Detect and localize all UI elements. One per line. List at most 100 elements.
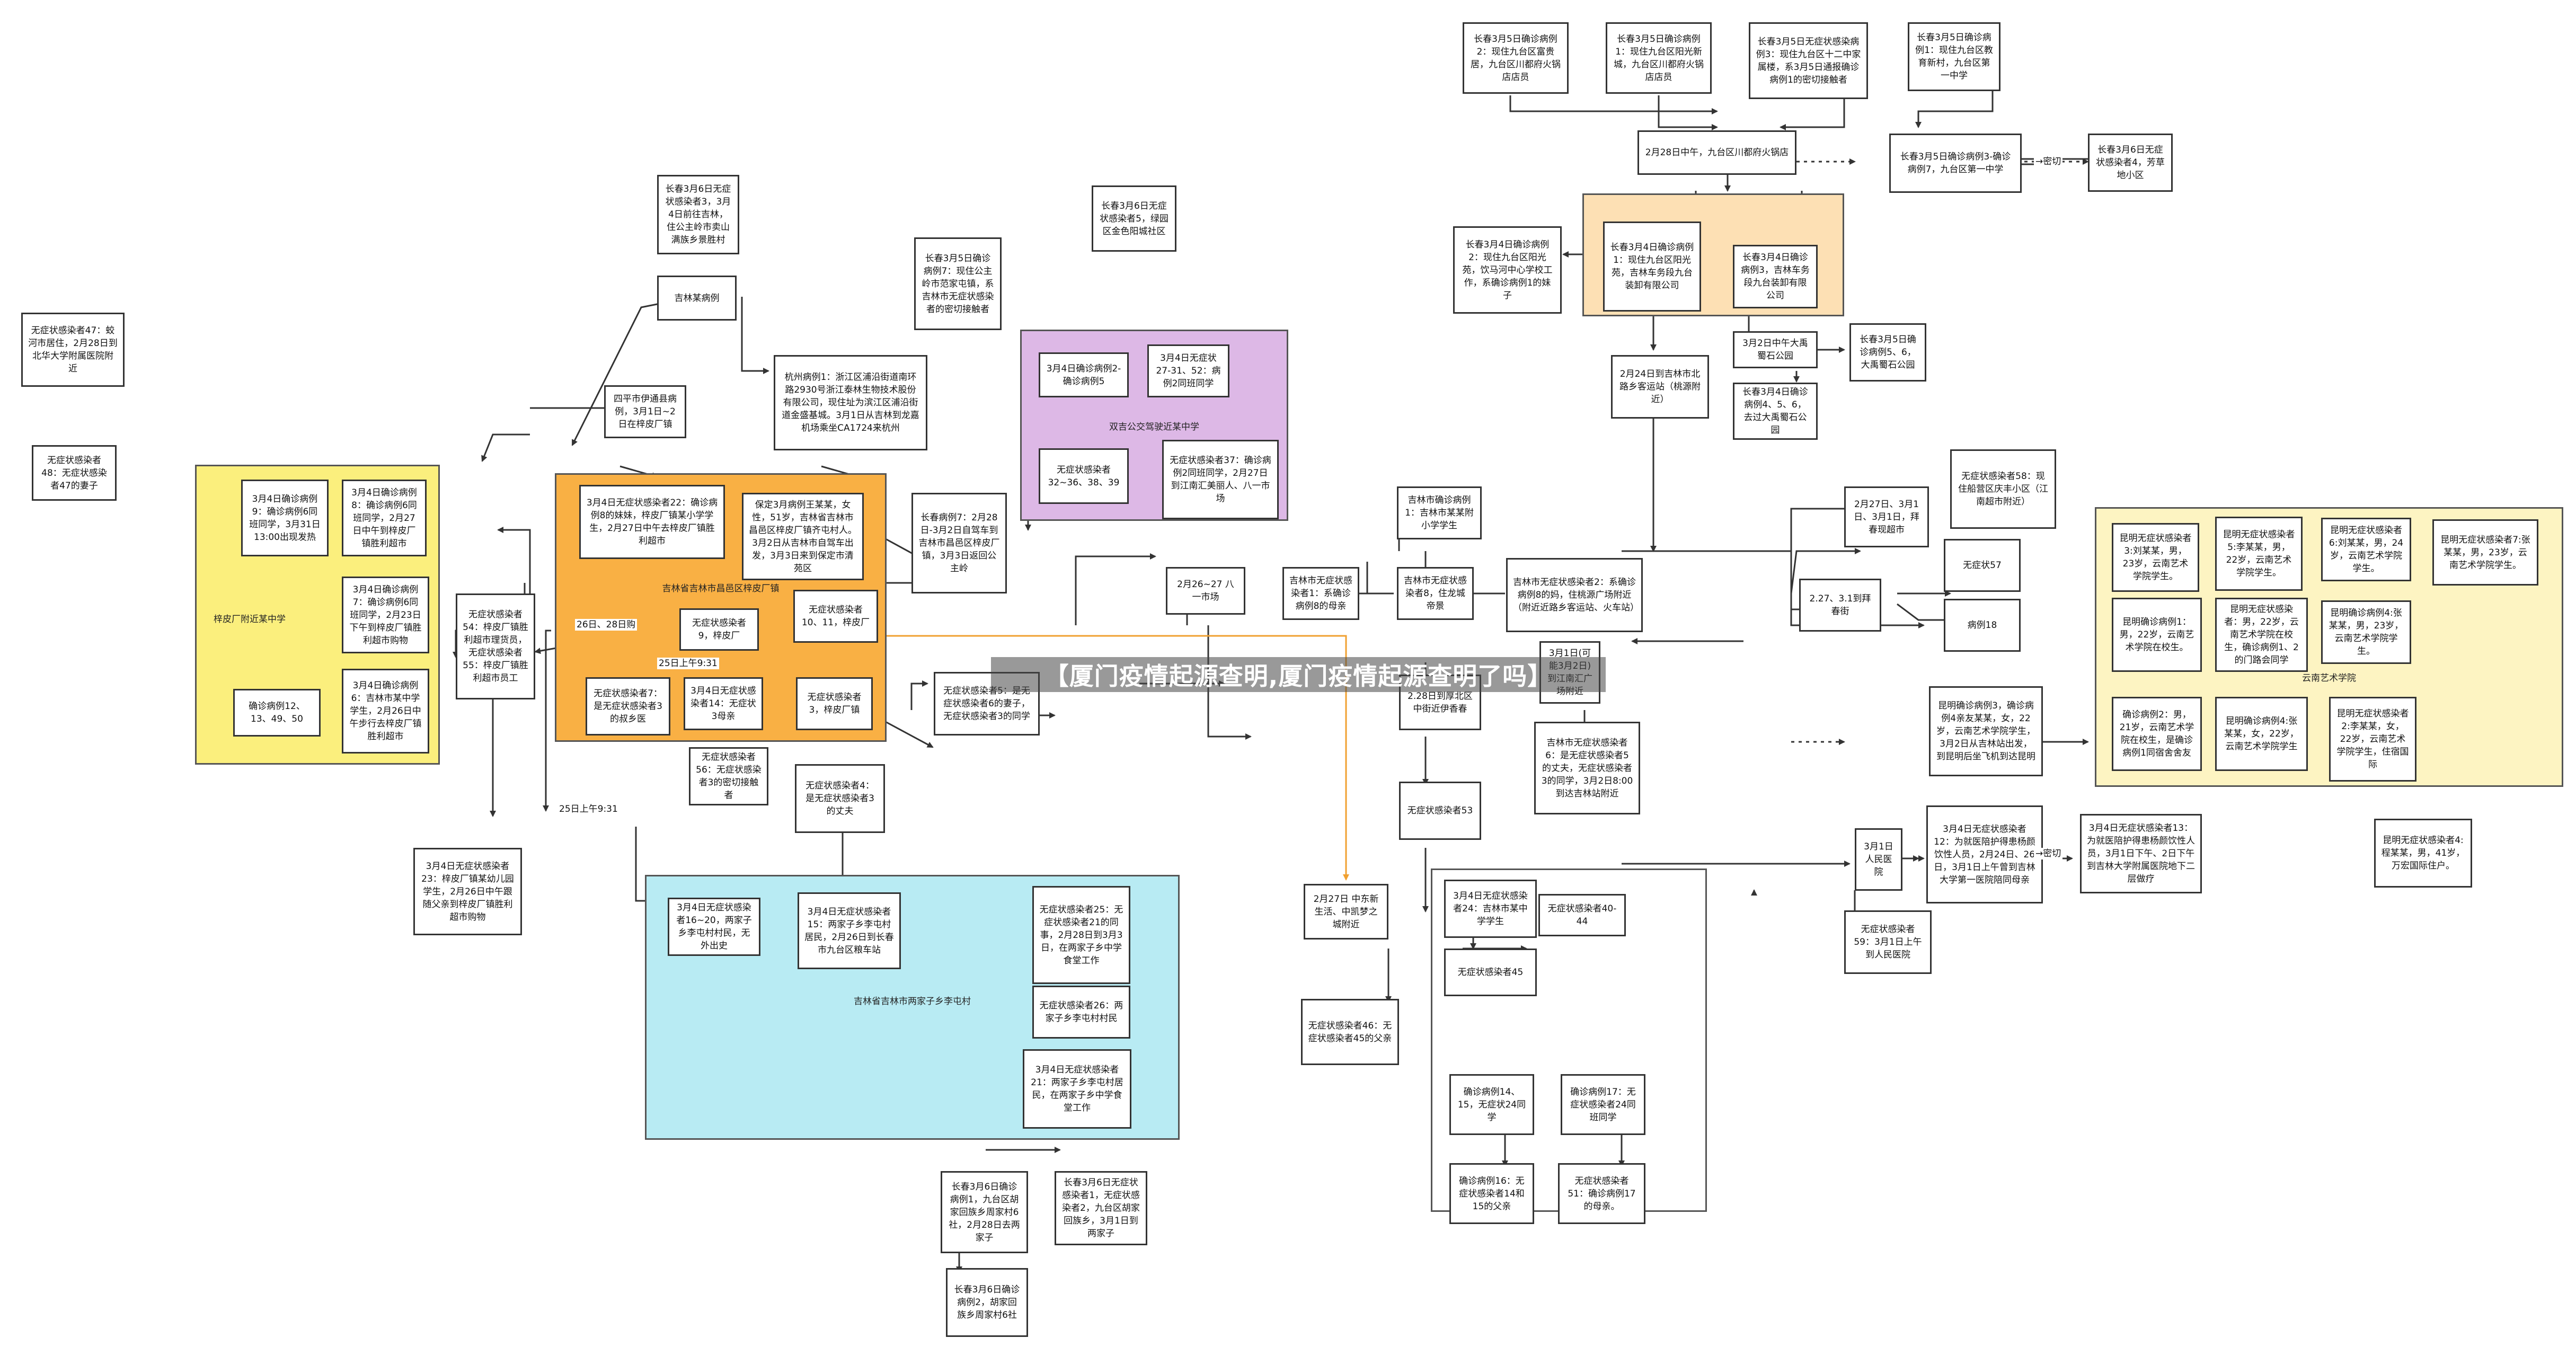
edge-label-2: 25日上午9:31 <box>657 658 719 669</box>
case-node: 昆明无症状感染者6:刘某某，男，24岁，云南艺术学院学生。 <box>2321 518 2411 581</box>
case-node: 3月4日无症状感染者13：为就医陪护得患杨颜饮性人员，3月1日下午、2日下午到吉… <box>2080 814 2202 893</box>
case-node-text: 2月27日 中东新生活、中凯梦之城附近 <box>1313 893 1379 930</box>
case-node-text: 确诊病例17：无症状感染者24同班同学 <box>1570 1086 1636 1123</box>
case-node: 3月4日确诊病例8：确诊病例6同班同学，2月27日中午到梓皮厂镇胜利超市 <box>342 480 427 556</box>
case-node: 长春3月5日确诊病例2：现住九台区富贵居，九台区川都府火锅店店员 <box>1463 22 1569 94</box>
case-node-text: 长春3月5日确诊病例1：现住九台区教育新村，九台区第一中学 <box>1915 32 1993 81</box>
case-node-text: 长春3月6日确诊病例2，胡家回族乡周家村6社 <box>954 1284 1020 1321</box>
group-label: 云南艺术学院 <box>2302 673 2356 684</box>
case-node: 长春3月6日确诊病例1，九台区胡家回族乡周家村6社，2月28日去两家子 <box>941 1171 1028 1253</box>
case-node-text: 3月4日确诊病例7：确诊病例6同班同学，2月23日下午到梓皮厂镇胜利超市购物 <box>349 584 422 646</box>
case-node-text: 无症状感染者53 <box>1407 805 1473 816</box>
edge-label-5: →密切 <box>2034 848 2063 859</box>
case-node: 无症状感染者10、11，梓皮厂 <box>793 590 878 643</box>
case-node: 无症状感染者56：无症状感染者3的密切接触者 <box>689 747 768 805</box>
case-node-text: 无症状感染者5：是无症状感染者6的妻子，无症状感染者3的同学 <box>943 686 1030 722</box>
case-node-text: 无症状感染者58：现住船营区庆丰小区（江南超市附近） <box>1958 471 2048 507</box>
case-node: 2月27日、3月1日、3月1日，拜春现超市 <box>1844 486 1929 547</box>
case-node-text: 3月4日无症状感染者21：两家子乡李屯村居民，在两家子乡中学食堂工作 <box>1031 1065 1123 1113</box>
case-node-text: 昆明无症状感染者3:刘某某，男，23岁，云南艺术学院学生。 <box>2119 533 2192 582</box>
case-node-text: 吉林市无症状感染者1：系确诊病例8的母亲 <box>1289 575 1352 612</box>
case-node-text: 确诊病例14、15，无症状24同学 <box>1457 1086 1526 1123</box>
case-node: 3月4日无症状感染者16~20，两家子乡李屯村村民，无外出史 <box>668 898 760 956</box>
case-node-text: 3月1日人民医院 <box>1864 841 1893 878</box>
case-node: 无症状感染者7：是无症状感染者3的叔乡医 <box>586 677 670 735</box>
case-node-text: 3月4日无症状感染者14：无症状3母亲 <box>691 686 756 722</box>
case-node: 无症状感染者51：确诊病例17的母亲。 <box>1558 1163 1645 1224</box>
case-node: 3月4日确诊病例6：吉林市某中学学生，2月26日中午步行去梓皮厂镇胜利超市 <box>342 669 429 754</box>
case-node-text: 吉林市无症状感染者6：是无症状感染者5的丈夫，无症状感染者3的同学，3月2日8:… <box>1541 737 1633 799</box>
case-node: 确诊病例17：无症状感染者24同班同学 <box>1561 1074 1645 1135</box>
case-node: 昆明无症状感染者3:刘某某，男，23岁，云南艺术学院学生。 <box>2112 523 2199 592</box>
case-node-text: 2月28日中午，九台区川都府火锅店 <box>1645 147 1789 158</box>
case-node: 吉林市确诊病例1：吉林市某某附小学学生 <box>1397 486 1482 539</box>
case-node: 长春3月5日确诊病例1：现住九台区阳光新城，九台区川都府火锅店店员 <box>1606 22 1712 94</box>
case-node-text: 长春3月6日无症状感染者4，芳草地小区 <box>2096 145 2165 181</box>
case-node: 长春3月5日确诊病例5、6，大禹蜀石公园 <box>1849 323 1926 382</box>
case-node: 无症状感染者25：无症状感染者21的同事，2月28日到3月3日，在两家子乡中学食… <box>1032 886 1130 984</box>
case-node: 四平市伊通县病例，3月1日~2日在梓皮厂镇 <box>604 385 686 438</box>
case-node: 3月4日确诊病例9：确诊病例6同班同学，3月31日13:00出现发热 <box>241 480 329 556</box>
case-node: 无症状57 <box>1944 539 2021 592</box>
case-node: 长春3月4日确诊病例2：现住九台区阳光苑，饮马河中心学校工作，系确诊病例1的妹子 <box>1453 226 1562 314</box>
case-node-text: 长春3月6日无症状感染者1，无症状感染者2，九台区胡家回族乡，3月1日到两家子 <box>1062 1177 1140 1239</box>
case-node: 昆明无症状感染者7:张某某，男，23岁，云南艺术学院学生。 <box>2432 519 2538 586</box>
case-node-text: 长春3月4日确诊病例1：现住九台区阳光苑，吉林车务段九台装卸有限公司 <box>1610 242 1694 291</box>
case-node-text: 吉林市确诊病例1：吉林市某某附小学学生 <box>1405 495 1474 531</box>
case-node-text: 昆明无症状感染者5:李某某，男，22岁，云南艺术学院学生。 <box>2223 529 2295 578</box>
edge-label-4: →密切 <box>2034 156 2063 167</box>
case-node: 2月26~27 八一市场 <box>1166 567 1245 615</box>
case-node-text: 无症状感染者3，梓皮厂镇 <box>807 692 862 715</box>
case-node: 确诊病例2：男，21岁，云南艺术学院在校生，是确诊病例1同宿舍舍友 <box>2112 697 2202 771</box>
case-node-text: 无症状感染者46：无症状感染者45的父亲 <box>1308 1020 1392 1044</box>
case-node: 无症状感染者47：蛟河市居住，2月28日到北华大学附属医院附近 <box>21 313 125 387</box>
case-node-text: 昆明确诊病例1：男，22岁，云南艺术学院在校生。 <box>2119 617 2194 653</box>
case-node: 吉林市无症状感染者1：系确诊病例8的母亲 <box>1282 567 1359 620</box>
case-node: 昆明确诊病例3，确诊病例4亲友某某，女，22岁，云南艺术学院学生，3月2日从吉林… <box>1929 686 2043 776</box>
group-label: 双吉公交驾驶近某中学 <box>1109 422 1199 432</box>
group-label: 吉林省吉林市两家子乡李屯村 <box>854 996 971 1007</box>
case-node: 长春3月6日无症状感染者3，3月4日前往吉林，住公主岭市卖山满族乡景胜村 <box>657 175 739 254</box>
case-node-text: 昆明无症状感染者7:张某某，男，23岁，云南艺术学院学生。 <box>2440 534 2530 571</box>
case-node-text: 长春3月5日确诊病例3-确诊病例7，九台区第一中学 <box>1900 152 2011 175</box>
case-node: 2月28日中午，九台区川都府火锅店 <box>1637 130 1796 175</box>
case-node: 2月27日 中东新生活、中凯梦之城附近 <box>1304 884 1388 940</box>
case-node-text: 2.28日到厚北区中街近伊香春 <box>1407 690 1473 714</box>
case-node-text: 无症状感染者56：无症状感染者3的密切接触者 <box>696 752 762 801</box>
case-node: 长春3月4日确诊病例1：现住九台区阳光苑，吉林车务段九台装卸有限公司 <box>1603 221 1701 312</box>
case-node: 昆明确诊病例4:张某某，女，22岁，云南艺术学院学生 <box>2215 697 2308 771</box>
case-node-text: 3月4日确诊病例9：确诊病例6同班同学，3月31日13:00出现发热 <box>249 493 321 543</box>
case-node-text: 长春病例7：2月28日-3月2日自驾车到吉林市昌邑区梓皮厂镇，3月3日返回公主岭 <box>918 512 1000 574</box>
case-node-text: 3月4日无症状感染者16~20，两家子乡李屯村村民，无外出史 <box>676 902 752 951</box>
case-node-text: 2.27、3.1到拜春街 <box>1809 593 1871 617</box>
edge-label-1: 26日、28日购 <box>575 619 638 631</box>
case-node: 无症状感染者26：两家子乡李屯村村民 <box>1032 986 1130 1039</box>
case-node-text: 确诊病例2：男，21岁，云南艺术学院在校生，是确诊病例1同宿舍舍友 <box>2119 710 2194 758</box>
case-node: 3月4日无症状感染者12：为就医陪护得患杨颜饮性人员，2月24日、26日，3月1… <box>1926 805 2043 903</box>
case-node: 3月1日人民医院 <box>1855 828 1902 891</box>
case-node: 保定3月病例王某某，女性，51岁，吉林省吉林市昌邑区梓皮厂镇齐屯村人。3月2日从… <box>742 493 864 580</box>
case-node-text: 昆明确诊病例4:张某某，男，23岁，云南艺术学院学生。 <box>2329 608 2404 657</box>
case-node: 3月4日无症状感染者15：两家子乡李屯村居民，2月26日到长春市九台区粮车站 <box>798 892 901 969</box>
case-node: 杭州病例1：浙江区浦沿街道南环路2930号浙江泰林生物技术股份有限公司，现住址为… <box>774 355 927 450</box>
case-node: 长春3月6日无症状感染者1，无症状感染者2，九台区胡家回族乡，3月1日到两家子 <box>1055 1171 1147 1245</box>
case-node: 长春3月6日无症状感染者4，芳草地小区 <box>2088 134 2173 192</box>
case-node-text: 无症状感染者7：是无症状感染者3的叔乡医 <box>594 688 662 724</box>
case-node: 3月2日中午大禹蜀石公园 <box>1733 331 1818 368</box>
case-node: 吉林市无症状感染者6：是无症状感染者5的丈夫，无症状感染者3的同学，3月2日8:… <box>1534 722 1640 814</box>
case-node: 无症状感染者4：是无症状感染者3的丈夫 <box>795 764 885 833</box>
case-node-text: 无症状感染者4：是无症状感染者3的丈夫 <box>805 781 874 817</box>
case-node-text: 昆明无症状感染者6:刘某某，男，24岁，云南艺术学院学生。 <box>2329 525 2404 574</box>
case-node-text: 无症状感染者9，梓皮厂 <box>692 618 746 641</box>
case-node: 3月4日无症状感染者24：吉林市某中学学生 <box>1444 880 1537 938</box>
case-node-text: 病例18 <box>1967 620 1997 631</box>
case-node-text: 昆明无症状感染者：男，22岁，云南艺术学院在校生，确诊病例1、2的门路会同学 <box>2224 604 2299 666</box>
case-node-text: 长春3月5日确诊病例2：现住九台区富贵居，九台区川都府火锅店店员 <box>1471 33 1561 83</box>
case-node-text: 3月4日确诊病例8：确诊病例6同班同学，2月27日中午到梓皮厂镇胜利超市 <box>351 487 417 549</box>
case-node: 昆明确诊病例1：男，22岁，云南艺术学院在校生。 <box>2112 598 2202 672</box>
case-node: 昆明确诊病例4:张某某，男，23岁，云南艺术学院学生。 <box>2321 600 2411 664</box>
case-node: 无症状感染者45 <box>1444 949 1537 996</box>
group-label: 梓皮厂附近某中学 <box>214 614 286 625</box>
case-node-text: 2月26~27 八一市场 <box>1177 579 1234 602</box>
case-node: 长春3月4日确诊病例4、5、6，去过大禹蜀石公园 <box>1733 383 1818 440</box>
